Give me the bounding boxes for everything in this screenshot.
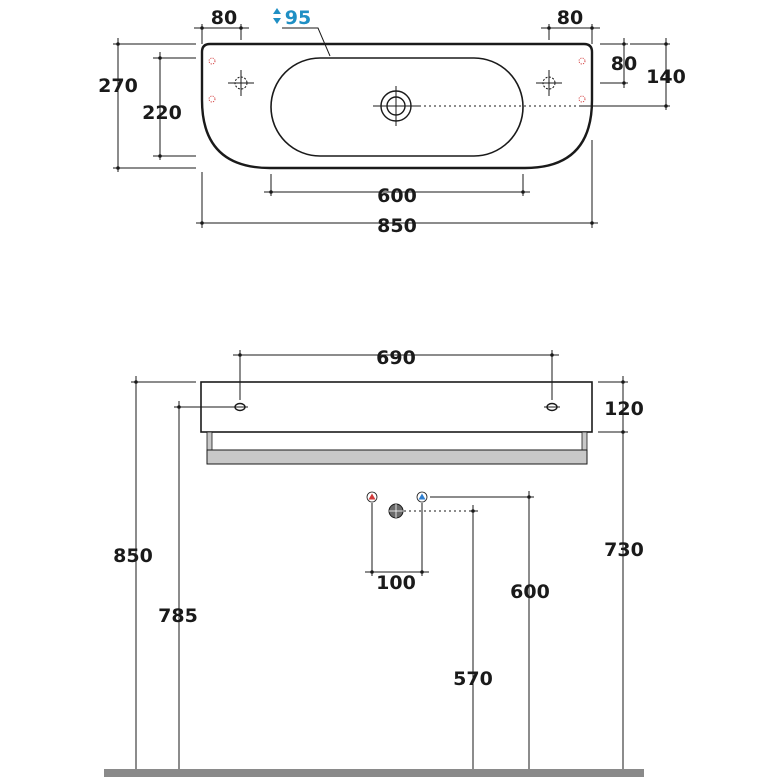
left-tap-hole-icon	[228, 70, 254, 96]
dim-fixing-height: 785	[158, 605, 198, 627]
towel-rail	[206, 449, 588, 465]
bowl-depth-arrow-icon	[273, 8, 281, 24]
dim-total-width: 850	[377, 215, 417, 237]
dim-underside-height: 730	[604, 539, 644, 561]
front-view: 690 850 785 120 730	[104, 347, 644, 777]
dim-inner-depth: 220	[142, 102, 182, 124]
right-tap-hole-icon	[536, 70, 562, 96]
dim-fixing-spacing: 690	[376, 347, 416, 369]
dim-right-tap-offset: 80	[557, 7, 583, 29]
basin-top-outline	[200, 42, 594, 170]
dim-supply-spacing: 100	[376, 572, 416, 594]
dim-waste-height: 570	[453, 668, 493, 690]
towel-rail-left-support	[206, 431, 213, 451]
top-view: 80 95 80 270 220 80	[98, 7, 686, 237]
right-fixing-hole-icon	[544, 402, 560, 412]
dim-supply-height: 600	[510, 581, 550, 603]
bowl-outline	[270, 57, 524, 157]
cold-water-supply-icon	[416, 491, 428, 503]
dim-basin-thickness: 120	[604, 398, 644, 420]
basin-front-outline	[200, 381, 593, 433]
dim-total-depth: 270	[98, 75, 138, 97]
dim-top-height: 850	[113, 545, 153, 567]
towel-rail-right-support	[581, 431, 588, 451]
waste-outlet-icon	[388, 503, 404, 519]
fixing-hole-icon	[578, 57, 586, 65]
left-fixing-hole-icon	[232, 402, 248, 412]
fixing-hole-icon	[578, 95, 586, 103]
dim-drain-depth: 140	[646, 66, 686, 88]
dim-bowl-width: 600	[377, 185, 417, 207]
hot-water-supply-icon	[366, 491, 378, 503]
dim-left-tap-offset: 80	[211, 7, 237, 29]
fixing-hole-icon	[208, 57, 216, 65]
dim-tap-hole-depth: 80	[611, 53, 637, 75]
bowl-depth-leader	[282, 27, 331, 57]
dim-bowl-depth: 95	[285, 7, 311, 29]
floor-line	[104, 769, 644, 777]
fixing-hole-icon	[208, 95, 216, 103]
